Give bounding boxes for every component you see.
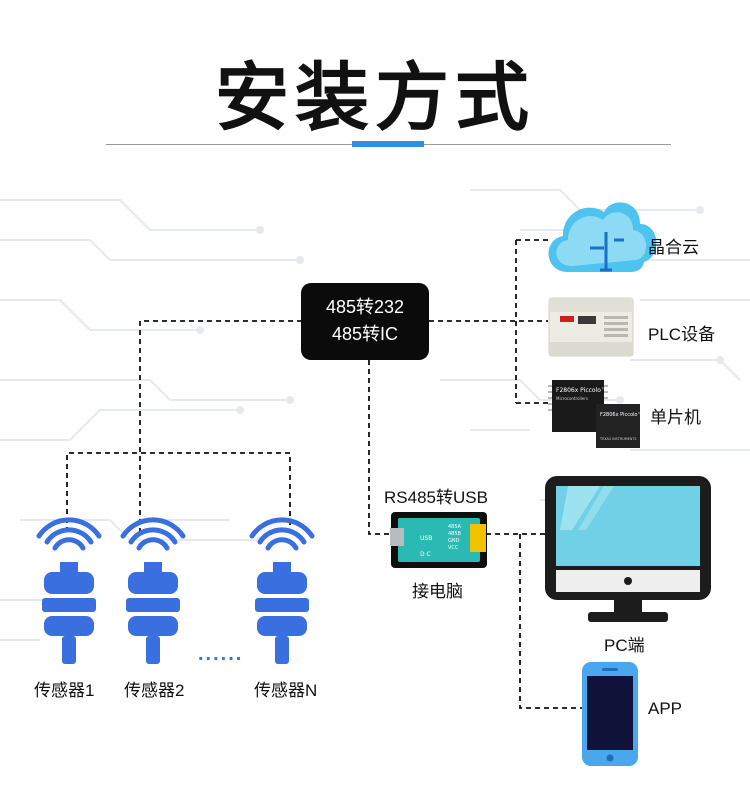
converter-line-2: 485转IC <box>331 324 399 344</box>
chip-brand-text: TEXAS INSTRUMENTS <box>599 437 637 441</box>
chip2-title-text: F2806x Piccolo™ <box>600 412 642 418</box>
sensor-label-n: 传感器N <box>254 681 318 700</box>
sensor-icon-1 <box>36 517 102 664</box>
chip-title-text: F2806x Piccolo™ <box>556 387 607 394</box>
monitor-icon <box>545 476 711 622</box>
cloud-icon <box>548 202 657 272</box>
sensor-label-1: 传感器1 <box>34 681 95 700</box>
mcu-label: 单片机 <box>650 408 701 427</box>
plc-label: PLC设备 <box>648 325 716 344</box>
mcu-chip-icon: F2806x Piccolo™ Microcontrollers F2806x … <box>548 380 642 448</box>
connection-lines <box>66 239 582 709</box>
board-pin-vcc: VCC <box>448 545 459 551</box>
board-pin-a: 485A <box>448 524 462 530</box>
sensor-label-2: 传感器2 <box>124 681 185 700</box>
converter-box: 485转232 485转IC <box>301 283 429 360</box>
plc-device-icon <box>548 297 634 357</box>
board-dc-text: D C <box>420 551 431 558</box>
sensor-icon-2 <box>120 517 186 664</box>
phone-icon <box>582 662 638 766</box>
cloud-label: 晶合云 <box>648 238 699 257</box>
usb-module-caption: 接电脑 <box>412 582 463 601</box>
converter-line-1: 485转232 <box>325 297 405 317</box>
usb-board-icon: USB D C 485A 485B GND VCC <box>390 512 487 568</box>
board-pin-gnd: GND <box>448 538 460 544</box>
pc-label: PC端 <box>604 636 645 655</box>
board-pin-b: 485B <box>448 531 462 537</box>
board-usb-text: USB <box>420 535 432 542</box>
app-label: APP <box>648 699 683 718</box>
sensor-ellipsis: ...... <box>198 643 244 665</box>
page-title: 安装方式 <box>215 55 535 141</box>
chip-subtitle-text: Microcontrollers <box>556 396 588 401</box>
usb-module-title: RS485转USB <box>384 488 488 507</box>
sensor-icon-n <box>249 517 315 664</box>
title-divider-accent <box>352 141 424 147</box>
